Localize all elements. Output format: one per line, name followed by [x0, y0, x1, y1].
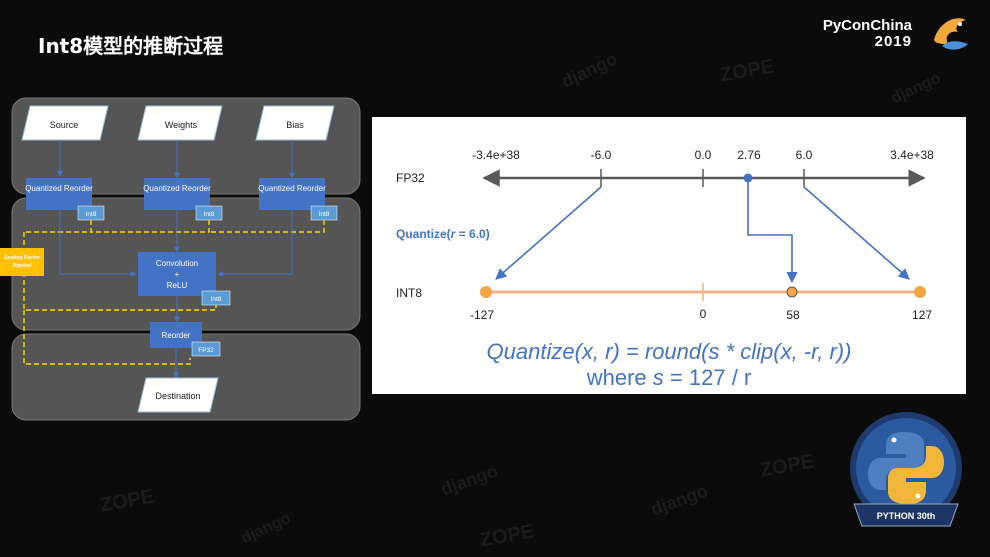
quantized-reorder-label: Quantized Reorder — [258, 184, 326, 193]
scaling-factor-label: Scaling Factor — [4, 255, 40, 261]
fp32-tick-label: 6.0 — [796, 148, 813, 162]
scaling-path-out — [23, 310, 191, 365]
reorder-label: Reorder — [162, 331, 191, 340]
background-watermark: django — [888, 69, 944, 108]
convolution-relu-box: Convolution + ReLU Int8 — [138, 252, 231, 306]
input-source-label: Source — [50, 120, 79, 130]
input-weights: Weights — [137, 105, 223, 141]
badge-label: PYTHON 30th — [877, 511, 936, 521]
quantization-number-lines: -3.4e+38 -6.0 0.0 2.76 6.0 3.4e+38 FP32 … — [396, 148, 934, 322]
int8-tag: Int8 — [204, 211, 215, 218]
background-watermark: django — [648, 480, 711, 520]
brand-year: 2019 — [874, 33, 912, 50]
mapping-arrow-value — [747, 178, 798, 284]
where-prefix: where — [586, 365, 653, 390]
formula-args: (x, r) — [574, 339, 620, 364]
int8-axis-label: INT8 — [396, 286, 422, 300]
dragon-logo-icon — [934, 18, 968, 50]
int8-tick-label: -127 — [470, 308, 494, 322]
quantized-reorder-weights: Quantized Reorder Int8 — [143, 178, 223, 221]
quantized-reorder-label: Quantized Reorder — [25, 184, 93, 193]
fp32-tick-label: 3.4e+38 — [890, 148, 934, 162]
conv-line1: Convolution — [156, 259, 198, 268]
quantized-reorder-label: Quantized Reorder — [143, 184, 211, 193]
fp32-tick-label: -6.0 — [591, 148, 612, 162]
formula-func: Quantize — [486, 339, 575, 364]
input-bias: Bias — [255, 105, 335, 141]
slide-title: Int8模型的推断过程 — [38, 34, 224, 58]
formula-body: = round(s * clip(x, -r, r)) — [619, 339, 852, 364]
background-watermark: django — [238, 509, 294, 548]
quantized-reorder-source: Quantized Reorder Int8 — [25, 178, 105, 221]
fp32-tick-label: 0.0 — [695, 148, 712, 162]
output-destination-label: Destination — [155, 391, 200, 401]
background-watermark: ZOPE — [718, 55, 776, 87]
input-source: Source — [21, 105, 109, 141]
where-suffix: = 127 / r — [663, 365, 752, 390]
scaling-path-down — [23, 232, 217, 311]
int8-tick-label: 127 — [912, 308, 932, 322]
quantize-formula: Quantize(x, r) = round(s * clip(x, -r, r… — [372, 339, 966, 365]
fp32-tick-label: 2.76 — [737, 148, 761, 162]
input-bias-label: Bias — [286, 120, 304, 130]
background-watermark: ZOPE — [98, 485, 156, 517]
int8-max-dot — [914, 286, 926, 298]
int8-tag: Int8 — [86, 211, 97, 218]
input-weights-label: Weights — [165, 120, 198, 130]
int8-min-dot — [480, 286, 492, 298]
conv-line3: ReLU — [167, 281, 188, 290]
int8-tick-label: 0 — [700, 307, 707, 321]
background-watermark: django — [438, 460, 501, 500]
background-watermark: ZOPE — [478, 520, 536, 552]
mapping-arrow-pos — [803, 186, 910, 280]
background-watermark: ZOPE — [758, 450, 816, 482]
int8-tag: Int8 — [319, 211, 330, 218]
fp32-tag: FP32 — [198, 347, 214, 354]
output-destination: Destination — [137, 377, 219, 413]
int8-tag: Int8 — [211, 296, 222, 303]
quantized-reorder-bias: Quantized Reorder Int8 — [258, 178, 338, 221]
scaling-path — [24, 220, 325, 233]
int8-pipeline-diagram: Source Weights Bias Quantized Reorder In… — [0, 97, 361, 421]
quantization-panel: -3.4e+38 -6.0 0.0 2.76 6.0 3.4e+38 FP32 … — [372, 117, 966, 394]
fp32-tick-label: -3.4e+38 — [472, 148, 520, 162]
brand-logo: PyConChina 2019 — [823, 18, 912, 50]
scaling-factor-label-2: Applied — [12, 263, 31, 269]
fp32-axis-label: FP32 — [396, 171, 425, 185]
conv-line2: + — [175, 270, 180, 279]
brand-name: PyConChina — [822, 17, 912, 34]
where-var: s — [652, 365, 664, 390]
python-30th-badge: PYTHON 30th — [850, 412, 962, 527]
scaling-factor-note: Scaling Factor Applied — [0, 248, 44, 276]
reorder-box: Reorder FP32 — [150, 322, 221, 357]
scale-formula: where s = 127 / r — [372, 365, 966, 391]
python-logo-icon — [868, 432, 944, 504]
background-watermark: django — [558, 48, 621, 92]
mapping-arrow-neg — [495, 186, 602, 280]
quantize-param-label: Quantize(r = 6.0) — [396, 227, 490, 241]
int8-tick-label: 58 — [786, 308, 800, 322]
int8-value-dot — [786, 286, 798, 298]
